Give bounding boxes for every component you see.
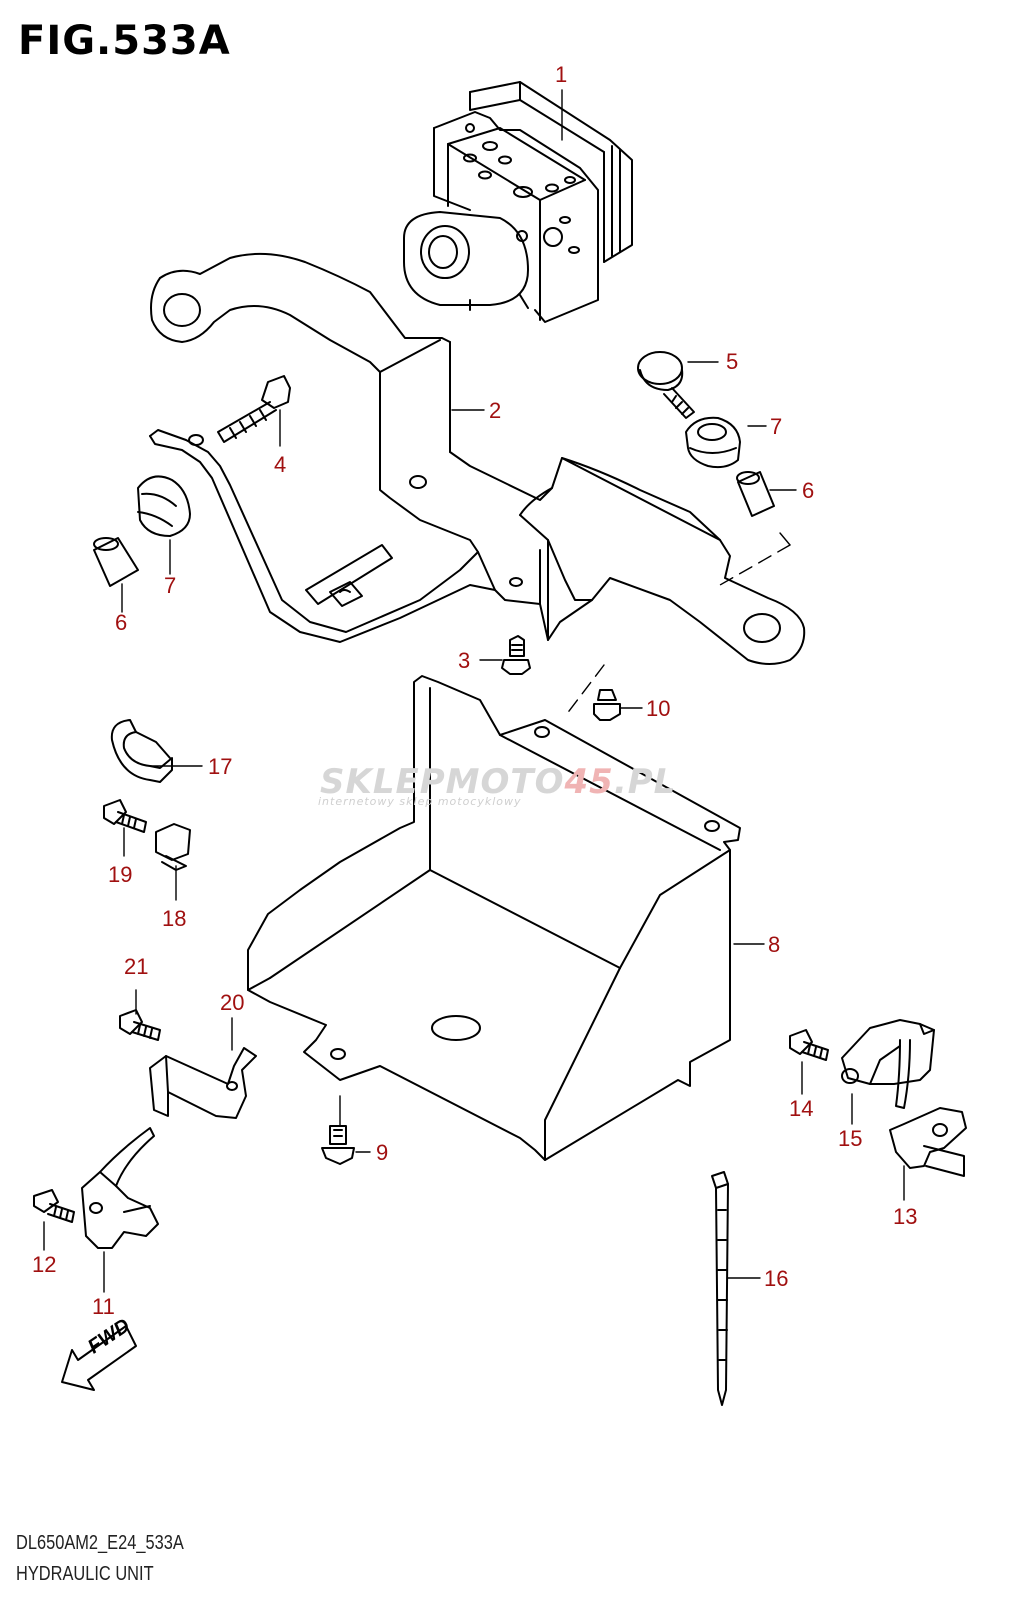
part-15-bracket[interactable] <box>841 1019 935 1085</box>
callout-6-left[interactable]: 6 <box>115 610 128 635</box>
callout-14[interactable]: 14 <box>789 1096 814 1121</box>
part-11-sensor[interactable] <box>81 1127 159 1249</box>
part-1-hydraulic-unit[interactable] <box>403 81 633 323</box>
watermark-brand-red: 45 <box>564 762 614 802</box>
figure-title: FIG.533A <box>18 18 231 64</box>
callout-13[interactable]: 13 <box>893 1204 918 1229</box>
part-18-clip-nut[interactable] <box>155 823 191 871</box>
part-6-collar-left[interactable] <box>93 537 139 587</box>
callout-11[interactable]: 11 <box>92 1294 115 1319</box>
callout-7-right[interactable]: 7 <box>770 414 783 439</box>
callout-16[interactable]: 16 <box>764 1266 789 1291</box>
fwd-arrow-icon <box>61 1325 137 1391</box>
callout-12[interactable]: 12 <box>32 1252 57 1277</box>
callout-3[interactable]: 3 <box>458 648 471 673</box>
part-12-bolt[interactable] <box>33 1189 75 1223</box>
watermark-brand-gray: SKLEPMOTO <box>320 762 565 802</box>
watermark-tagline: internetowy sklep motocyklowy <box>318 795 522 808</box>
callout-17[interactable]: 17 <box>208 754 233 779</box>
assembly-line-tick <box>779 532 791 546</box>
watermark-brand: SKLEPMOTO45.PL <box>320 762 676 802</box>
callout-5[interactable]: 5 <box>726 349 739 374</box>
callout-2[interactable]: 2 <box>489 398 502 423</box>
figure-code: DL650AM2_E24_533A <box>16 1532 184 1554</box>
part-9-bolt[interactable] <box>321 1125 355 1165</box>
part-2-bracket[interactable] <box>149 252 806 665</box>
part-16-cable-tie[interactable] <box>711 1171 729 1406</box>
part-8-tray[interactable] <box>247 675 741 1161</box>
figure-name: HYDRAULIC UNIT <box>16 1563 154 1585</box>
part-20-bracket[interactable] <box>149 1047 257 1119</box>
part-5-bolt[interactable] <box>637 351 695 419</box>
callout-7-left[interactable]: 7 <box>164 573 177 598</box>
part-17-clamp[interactable] <box>110 719 173 783</box>
callout-21[interactable]: 21 <box>124 954 149 979</box>
part-13-sensor[interactable] <box>889 1039 967 1177</box>
part-19-bolt[interactable] <box>103 799 147 833</box>
assembly-lines <box>565 544 791 716</box>
callout-15[interactable]: 15 <box>838 1126 863 1151</box>
part-7-grommet-left[interactable] <box>137 475 191 537</box>
callout-18[interactable]: 18 <box>162 906 187 931</box>
part-14-bolt[interactable] <box>789 1029 829 1061</box>
part-4-bolt[interactable] <box>217 375 291 443</box>
callout-1[interactable]: 1 <box>555 62 568 87</box>
watermark-brand-suffix: .PL <box>613 762 677 802</box>
callout-19[interactable]: 19 <box>108 862 133 887</box>
callout-10[interactable]: 10 <box>646 696 671 721</box>
callout-9[interactable]: 9 <box>376 1140 389 1165</box>
part-21-bolt[interactable] <box>119 1009 161 1041</box>
leader-lines <box>43 89 905 1293</box>
callout-8[interactable]: 8 <box>768 932 781 957</box>
callout-4[interactable]: 4 <box>274 452 287 477</box>
part-6-collar-right[interactable] <box>736 471 775 517</box>
part-3-bolt[interactable] <box>501 635 531 675</box>
part-10-clip[interactable] <box>593 689 621 721</box>
callout-6-right[interactable]: 6 <box>802 478 815 503</box>
callout-20[interactable]: 20 <box>220 990 245 1015</box>
part-7-grommet-right[interactable] <box>685 416 741 469</box>
